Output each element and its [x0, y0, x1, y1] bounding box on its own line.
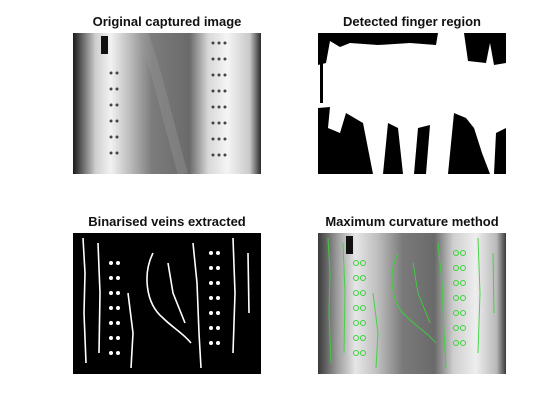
- maximum-curvature-image: [318, 233, 506, 374]
- detected-finger-region-image: [318, 33, 506, 174]
- panel-title-binarised: Binarised veins extracted: [88, 214, 246, 229]
- panel-title-max-curvature: Maximum curvature method: [325, 214, 499, 229]
- panel-max-curvature: Maximum curvature method: [318, 214, 506, 374]
- panel-binarised: Binarised veins extracted: [73, 214, 261, 374]
- panel-title-original: Original captured image: [92, 14, 242, 29]
- binarised-veins-image: [73, 233, 261, 374]
- original-captured-image: [73, 33, 261, 174]
- panel-detected: Detected finger region: [318, 14, 506, 174]
- panel-title-detected: Detected finger region: [343, 14, 481, 29]
- panel-original: Original captured image: [73, 14, 261, 174]
